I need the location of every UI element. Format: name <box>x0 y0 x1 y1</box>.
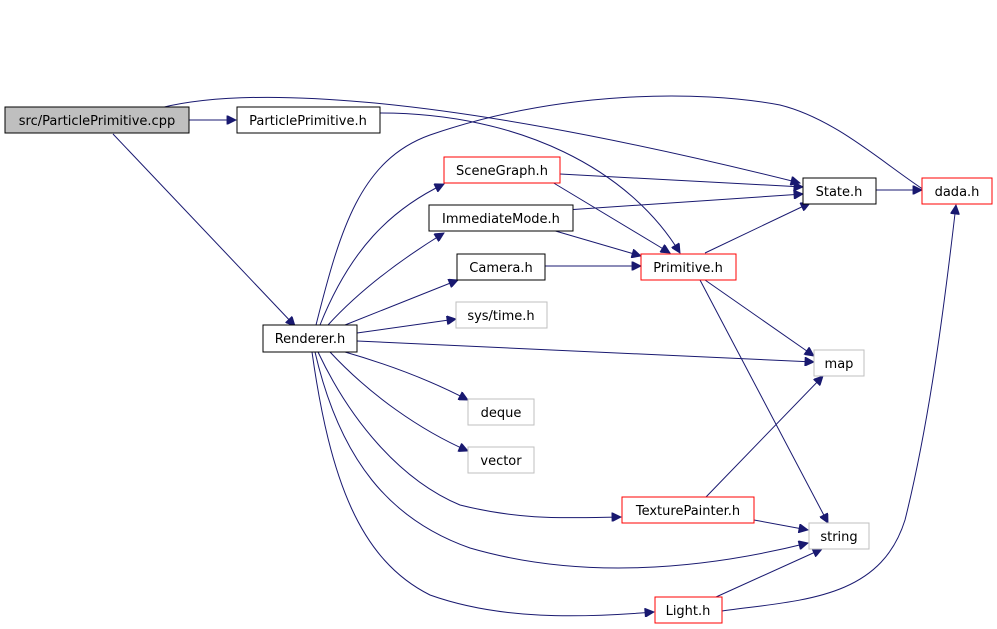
node-label: State.h <box>816 185 863 200</box>
node-label: ParticlePrimitive.h <box>249 114 367 129</box>
nodes: src/ParticlePrimitive.cpp ParticlePrimit… <box>4 106 993 624</box>
edge-primitive-h-to-state-h <box>704 203 810 254</box>
node-camera-h[interactable]: Camera.h <box>456 253 546 281</box>
node-label: TexturePainter.h <box>635 504 740 519</box>
edge-renderer-h-to-scenegraph-h <box>319 184 444 326</box>
edge-cpp-to-renderer-h <box>112 133 295 326</box>
node-label: Renderer.h <box>275 332 346 347</box>
edge-renderer-h-to-map <box>356 340 814 362</box>
node-map[interactable]: map <box>813 349 865 377</box>
edge-scenegraph-h-to-primitive-h <box>551 181 670 253</box>
node-string[interactable]: string <box>808 522 870 550</box>
node-label: sys/time.h <box>467 309 534 324</box>
node-particleprimitive-h[interactable]: ParticlePrimitive.h <box>236 106 381 134</box>
edge-immediatemode-h-to-primitive-h <box>551 229 641 256</box>
node-vector[interactable]: vector <box>467 446 535 474</box>
node-renderer-h[interactable]: Renderer.h <box>262 324 358 353</box>
node-immediatemode-h[interactable]: ImmediateMode.h <box>428 204 574 232</box>
node-label: vector <box>480 454 522 469</box>
node-label: string <box>820 530 857 545</box>
node-deque[interactable]: deque <box>467 398 535 426</box>
node-label: map <box>825 357 854 372</box>
edge-primitive-h-to-string <box>699 279 828 523</box>
node-label: Camera.h <box>469 261 532 276</box>
edge-particleprimitive-h-to-primitive-h <box>379 112 680 253</box>
node-label: dada.h <box>935 185 980 200</box>
edge-renderer-h-to-light-h <box>311 351 654 616</box>
edge-primitive-h-to-map <box>704 279 814 356</box>
edges <box>112 95 956 616</box>
edge-texturepainter-h-to-string <box>753 519 808 530</box>
edge-renderer-h-to-camera-h <box>344 280 458 326</box>
edge-light-h-to-dada-h <box>721 205 956 612</box>
node-primitive-h[interactable]: Primitive.h <box>640 253 737 281</box>
node-label: Primitive.h <box>653 261 723 276</box>
edge-cpp-to-state-h <box>159 96 800 183</box>
node-label: deque <box>481 406 522 421</box>
node-label: ImmediateMode.h <box>442 212 560 227</box>
edge-renderer-h-to-dada-h <box>315 95 935 326</box>
edge-renderer-h-to-systime-h <box>356 319 456 334</box>
edge-renderer-h-to-deque <box>344 351 468 400</box>
edge-light-h-to-string <box>715 549 822 598</box>
node-scenegraph-h[interactable]: SceneGraph.h <box>443 156 561 184</box>
node-state-h[interactable]: State.h <box>802 177 877 205</box>
node-label: SceneGraph.h <box>456 164 548 179</box>
edge-renderer-h-to-texturepainter-h <box>317 351 621 518</box>
node-label: src/ParticlePrimitive.cpp <box>19 114 175 129</box>
edge-immediatemode-h-to-state-h <box>565 194 803 211</box>
edge-renderer-h-to-vector <box>329 351 468 451</box>
edge-renderer-h-to-immediatemode-h <box>327 233 444 326</box>
node-particleprimitive-cpp[interactable]: src/ParticlePrimitive.cpp <box>4 106 190 134</box>
edge-scenegraph-h-to-state-h <box>559 173 803 187</box>
edge-renderer-h-to-string <box>314 351 808 569</box>
node-label: Light.h <box>666 604 711 619</box>
node-texturepainter-h[interactable]: TexturePainter.h <box>621 496 755 524</box>
node-systime-h[interactable]: sys/time.h <box>455 301 548 329</box>
node-dada-h[interactable]: dada.h <box>921 177 993 205</box>
edge-texturepainter-h-to-map <box>705 376 823 498</box>
node-light-h[interactable]: Light.h <box>654 596 723 624</box>
